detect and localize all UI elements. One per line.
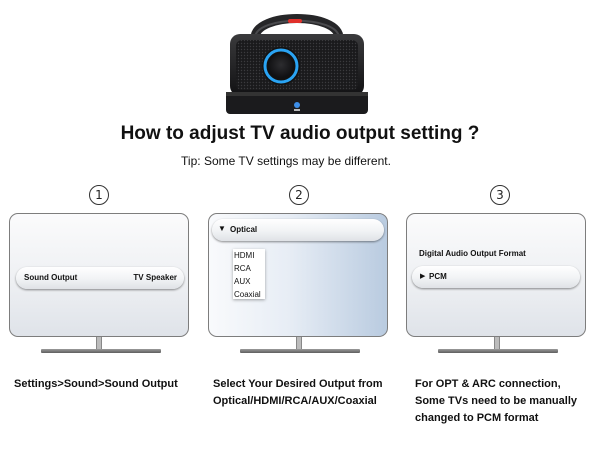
dropdown-option-rca[interactable]: RCA bbox=[234, 264, 251, 273]
caption-line: Select Your Desired Output from bbox=[213, 378, 383, 390]
step-caption-2: Select Your Desired Output from Optical/… bbox=[213, 376, 383, 410]
pcm-option-row[interactable]: ▶ PCM bbox=[412, 266, 580, 288]
caption-line: changed to PCM format bbox=[415, 412, 539, 424]
step-number-2: 2 bbox=[289, 185, 309, 205]
pcm-option-label: PCM bbox=[429, 272, 447, 281]
step-caption-1: Settings>Sound>Sound Output bbox=[14, 376, 178, 393]
tv-screen-3: Digital Audio Output Format ▶ PCM bbox=[406, 213, 586, 337]
triangle-right-icon: ▶ bbox=[420, 273, 426, 280]
tv-stand-base-1 bbox=[41, 349, 161, 353]
tv-stand-base-2 bbox=[240, 349, 360, 353]
caption-line: For OPT & ARC connection, bbox=[415, 378, 561, 390]
page-title: How to adjust TV audio output setting ? bbox=[120, 123, 480, 144]
sound-output-value: TV Speaker bbox=[133, 273, 177, 282]
dropdown-option-aux[interactable]: AUX bbox=[234, 277, 251, 286]
tip-text: Tip: Some TV settings may be different. bbox=[181, 154, 391, 168]
dropdown-option-hdmi[interactable]: HDMI bbox=[234, 251, 255, 260]
step-number-3: 3 bbox=[490, 185, 510, 205]
caption-line: Settings>Sound>Sound Output bbox=[14, 378, 178, 390]
tv-screen-1: Sound Output TV Speaker bbox=[9, 213, 189, 337]
sound-output-row[interactable]: Sound Output TV Speaker bbox=[16, 267, 184, 289]
tv-screen-2: ▼ Optical HDMI RCA AUX Coaxial bbox=[208, 213, 388, 337]
speaker-image bbox=[226, 14, 368, 114]
digital-audio-format-heading: Digital Audio Output Format bbox=[419, 249, 526, 258]
tv-stand-base-3 bbox=[438, 349, 558, 353]
selected-output-label: Optical bbox=[230, 225, 258, 234]
dropdown-option-coaxial[interactable]: Coaxial bbox=[234, 290, 261, 299]
tv-stand-neck-3 bbox=[494, 337, 500, 349]
step-number-1: 1 bbox=[89, 185, 109, 205]
sound-output-label: Sound Output bbox=[24, 273, 78, 282]
tv-stand-neck-2 bbox=[296, 337, 302, 349]
caption-line: Some TVs need to be manually bbox=[415, 395, 577, 407]
triangle-down-icon: ▼ bbox=[218, 224, 226, 233]
step-caption-3: For OPT & ARC connection, Some TVs need … bbox=[415, 376, 577, 427]
output-dropdown-list: HDMI RCA AUX Coaxial bbox=[233, 249, 265, 299]
optical-selected-row[interactable]: ▼ Optical bbox=[212, 219, 384, 241]
caption-line: Optical/HDMI/RCA/AUX/Coaxial bbox=[213, 395, 377, 407]
tv-stand-neck-1 bbox=[96, 337, 102, 349]
